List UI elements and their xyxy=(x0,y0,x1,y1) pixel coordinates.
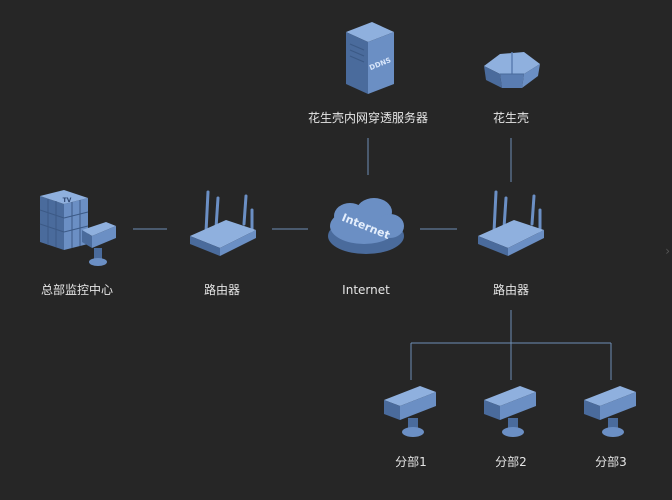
branch-3-label: 分部3 xyxy=(595,455,627,469)
server-icon: DDNS xyxy=(346,22,394,94)
ddns-server-label: 花生壳内网穿透服务器 xyxy=(307,111,429,125)
camera-icon xyxy=(484,386,536,437)
router-left-label: 路由器 xyxy=(203,283,241,297)
router-icon xyxy=(190,190,256,256)
branch-1-label: 分部1 xyxy=(395,455,427,469)
cloud-icon: Internet xyxy=(328,198,404,254)
peanut-shell-device-icon xyxy=(484,52,540,88)
hq-monitor-label: 总部监控中心 xyxy=(40,283,114,297)
branch-2-label: 分部2 xyxy=(495,455,527,469)
tv-badge: TV xyxy=(63,197,72,204)
router-right-label: 路由器 xyxy=(492,283,530,297)
chevron-right-icon: › xyxy=(665,244,670,258)
camera-icon xyxy=(584,386,636,437)
router-icon xyxy=(478,190,544,256)
peanut-shell-label: 花生壳 xyxy=(492,111,530,125)
internet-label: Internet xyxy=(342,283,390,297)
camera-icon xyxy=(384,386,436,437)
monitor-wall-camera-icon: TV xyxy=(39,190,116,266)
